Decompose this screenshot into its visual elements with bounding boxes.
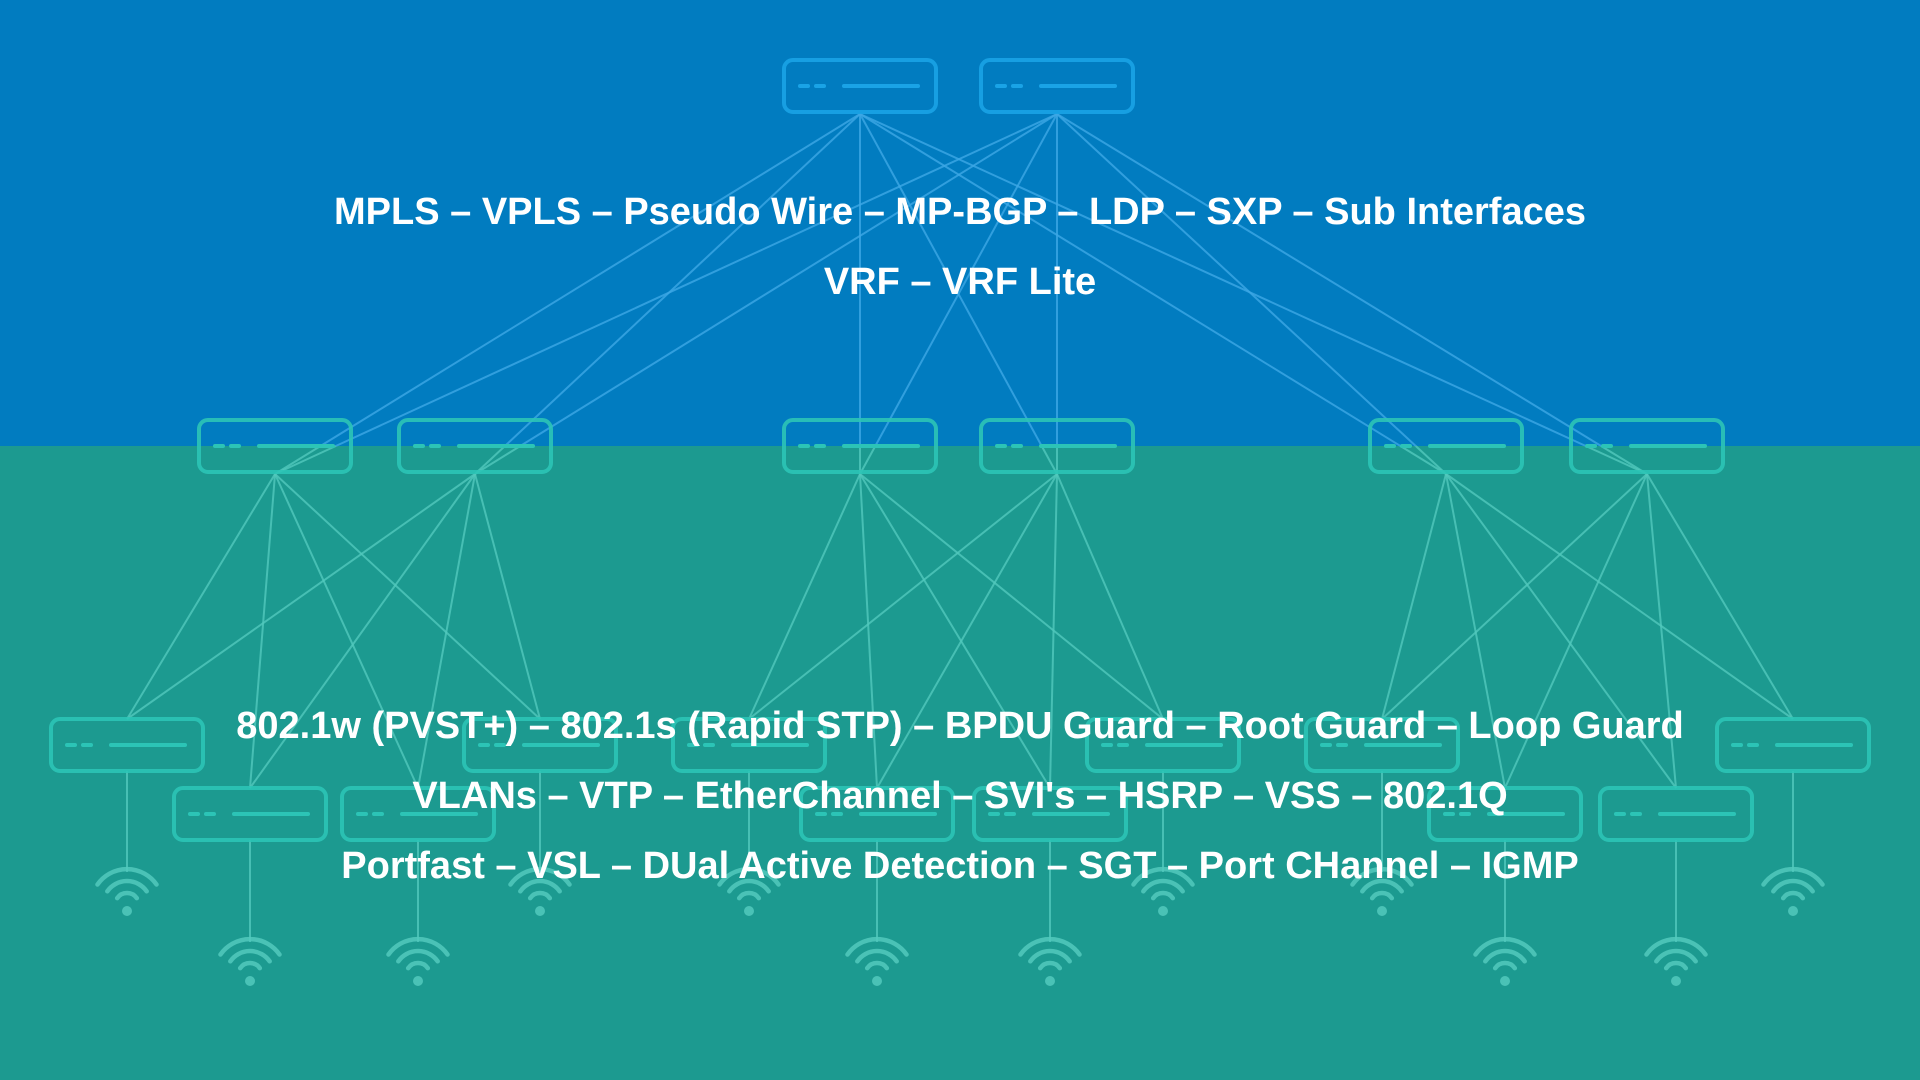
- link-dist-3-access-4: [748, 473, 1058, 720]
- top-band: [0, 0, 1920, 446]
- link-core-0-dist-5-upper: [859, 113, 1587, 447]
- link-core-1-dist-5-lower: [1600, 445, 1648, 475]
- wifi-icon-9: [1473, 936, 1537, 986]
- access-switch-11: [1715, 717, 1871, 773]
- link-dist-4-access-11: [1445, 473, 1794, 720]
- link-dist-5-access-8: [1381, 473, 1648, 720]
- wifi-icon-7: [1131, 866, 1195, 916]
- device-layer: [49, 58, 1871, 842]
- top-caption-line-2: VRF – VRF Lite: [823, 261, 1097, 303]
- link-dist-0-access-2: [274, 473, 419, 789]
- link-dist-2-access-5: [859, 473, 878, 789]
- link-core-1-dist-0-lower: [274, 445, 337, 475]
- access-switch-2: [340, 786, 496, 842]
- access-switch-7: [1085, 717, 1241, 773]
- link-dist-2-access-6: [859, 473, 1051, 789]
- link-dist-3-access-6: [1049, 473, 1058, 789]
- link-layer: [126, 113, 1794, 789]
- drop-layer: [126, 771, 1794, 942]
- link-core-1-dist-4-upper: [1056, 113, 1417, 447]
- distribution-switch-2: [782, 418, 938, 474]
- link-core-0-dist-0-upper: [319, 113, 861, 447]
- link-dist-5-access-9: [1504, 473, 1648, 789]
- link-dist-1-access-1: [249, 473, 476, 789]
- link-dist-3-access-5: [876, 473, 1058, 789]
- wifi-icon-6: [1018, 936, 1082, 986]
- access-switch-10: [1598, 786, 1754, 842]
- link-core-1-dist-0-upper: [335, 113, 1058, 447]
- link-dist-3-access-7: [1056, 473, 1164, 720]
- wifi-icon-2: [386, 936, 450, 986]
- access-switch-1: [172, 786, 328, 842]
- link-dist-2-access-4: [748, 473, 861, 720]
- access-switch-0: [49, 717, 205, 773]
- core-switch-0: [782, 58, 938, 114]
- link-core-0-dist-4-lower: [1399, 445, 1447, 475]
- core-switch-1: [979, 58, 1135, 114]
- bottom-caption-line-2: VLANs – VTP – EtherChannel – SVI's – HSR…: [412, 775, 1508, 817]
- distribution-switch-1: [397, 418, 553, 474]
- link-dist-5-access-11: [1646, 473, 1794, 720]
- link-dist-4-access-10: [1445, 473, 1677, 789]
- distribution-switch-5: [1569, 418, 1725, 474]
- wifi-icon-11: [1761, 866, 1825, 916]
- link-core-0-dist-3-upper: [859, 113, 1043, 447]
- link-dist-0-access-1: [249, 473, 276, 789]
- link-core-1-dist-1-upper: [519, 113, 1058, 447]
- access-point-layer: [95, 866, 1825, 986]
- link-core-1-dist-1-lower: [474, 445, 521, 475]
- link-dist-0-access-0: [126, 473, 276, 720]
- link-core-0-dist-1-lower: [474, 445, 506, 475]
- link-core-1-dist-2-lower: [859, 445, 877, 475]
- distribution-switch-4: [1368, 418, 1524, 474]
- link-core-0-dist-5-lower: [1585, 445, 1648, 475]
- wifi-icon-3: [508, 866, 572, 916]
- link-dist-1-access-0: [126, 473, 476, 720]
- link-dist-0-access-3: [274, 473, 541, 720]
- distribution-switch-3: [979, 418, 1135, 474]
- link-core-1-dist-2-upper: [874, 113, 1058, 447]
- link-dist-2-access-7: [859, 473, 1164, 720]
- link-core-1-dist-4-lower: [1415, 445, 1447, 475]
- link-core-0-dist-0-lower: [274, 445, 322, 475]
- bottom-caption-line-3: Portfast – VSL – DUal Active Detection –…: [341, 845, 1579, 887]
- access-switch-6: [972, 786, 1128, 842]
- access-switch-5: [799, 786, 955, 842]
- wifi-icon-10: [1644, 936, 1708, 986]
- link-core-1-dist-5-upper: [1056, 113, 1602, 447]
- bottom-caption-line-1: 802.1w (PVST+) – 802.1s (Rapid STP) – BP…: [236, 705, 1684, 747]
- access-switch-3: [462, 717, 618, 773]
- access-switch-8: [1304, 717, 1460, 773]
- access-switch-4: [671, 717, 827, 773]
- link-core-0-dist-1-upper: [504, 113, 861, 447]
- wifi-icon-8: [1350, 866, 1414, 916]
- access-switch-9: [1427, 786, 1583, 842]
- wifi-icon-0: [95, 866, 159, 916]
- link-dist-4-access-8: [1381, 473, 1447, 720]
- link-dist-1-access-2: [417, 473, 476, 789]
- distribution-switch-0: [197, 418, 353, 474]
- wifi-icon-1: [218, 936, 282, 986]
- wifi-icon-4: [717, 866, 781, 916]
- link-dist-1-access-3: [474, 473, 541, 720]
- link-dist-4-access-9: [1445, 473, 1506, 789]
- wifi-icon-5: [845, 936, 909, 986]
- link-core-0-dist-3-lower: [1040, 445, 1058, 475]
- link-dist-5-access-10: [1646, 473, 1677, 789]
- top-caption-line-1: MPLS – VPLS – Pseudo Wire – MP-BGP – LDP…: [334, 191, 1586, 233]
- link-core-0-dist-4-upper: [859, 113, 1401, 447]
